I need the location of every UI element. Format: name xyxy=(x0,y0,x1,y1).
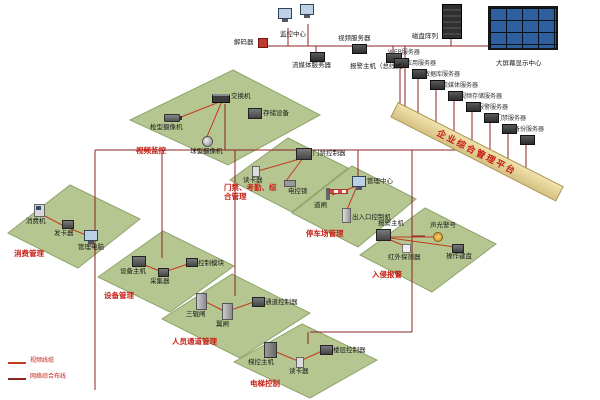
pos-terminal-icon xyxy=(34,204,45,217)
legend-video-line-swatch xyxy=(8,362,26,364)
platform-label-elevator: 电梯控制 xyxy=(250,379,280,388)
video-server-label: 视频服务器 xyxy=(338,34,371,42)
disk-array-label: 磁盘阵列 xyxy=(412,32,438,40)
device-label: 存储设备 xyxy=(263,109,289,117)
server-label: 门禁服务器 xyxy=(496,115,527,122)
device-label: 读卡器 xyxy=(289,367,309,375)
video-server-icon xyxy=(352,44,367,54)
legend-video-line-label: 视频线缆 xyxy=(30,357,55,364)
elevator-reader-icon xyxy=(296,357,304,368)
platform-label-access: 门禁、考勤、综合管理 xyxy=(224,183,277,201)
alarm-panel-icon xyxy=(376,229,391,241)
platform-label-video: 视频监控 xyxy=(136,146,166,155)
card-issuer-icon xyxy=(62,220,74,229)
alarm-host-label: 报警主机（总线式） xyxy=(350,62,409,70)
elevator-controller-icon xyxy=(264,342,277,358)
server-label: WEB服务器 xyxy=(388,49,420,56)
device-host-icon xyxy=(132,256,146,267)
device-label: 管理电脑 xyxy=(78,243,104,251)
device-label: 设备主机 xyxy=(120,267,146,275)
platform-surface-consume xyxy=(7,184,141,269)
device-label: 道闸 xyxy=(314,201,327,209)
server-label: 应用服务器 xyxy=(406,60,437,67)
siren-icon xyxy=(433,232,443,242)
network-lines xyxy=(94,24,527,390)
device-label: 控制模块 xyxy=(198,259,224,267)
card-reader-icon xyxy=(252,166,260,177)
switch-icon xyxy=(212,94,230,103)
server-icon-storage xyxy=(466,102,481,112)
device-label: 门禁控制器 xyxy=(313,149,346,157)
server-label: 流媒体服务器 xyxy=(442,82,479,89)
stream-server-icon xyxy=(310,52,325,62)
keypad-icon xyxy=(452,244,464,253)
passage-controller-icon xyxy=(252,297,265,307)
server-label: 备份服务器 xyxy=(514,126,545,133)
monitor-center-label: 监控中心 xyxy=(280,30,306,38)
device-label: 球型摄像机 xyxy=(190,147,223,155)
platform-label-device: 设备管理 xyxy=(104,291,134,300)
device-label: 翼闸 xyxy=(216,320,229,328)
device-label: 消费机 xyxy=(26,217,46,225)
server-label: 视频存储服务器 xyxy=(460,93,503,100)
server-icon-app xyxy=(412,69,427,79)
device-label: 红外探测器 xyxy=(388,253,421,261)
parking-center-icon xyxy=(352,176,366,190)
platform-surface-parking xyxy=(291,165,417,248)
server-icon-db xyxy=(430,80,445,90)
workstation-icon xyxy=(300,4,314,18)
server-label: 数据库服务器 xyxy=(424,71,461,78)
bullet-camera-icon xyxy=(164,114,182,122)
device-label: 梯控主机 xyxy=(248,358,274,366)
platform-surface-access xyxy=(229,137,349,213)
collector-icon xyxy=(158,268,169,277)
platform-label-passage: 人员通道管理 xyxy=(172,337,217,346)
device-label: 楼层控制器 xyxy=(333,346,366,354)
device-label: 操作键盘 xyxy=(446,252,472,260)
platform-label-parking: 停车场管理 xyxy=(306,229,344,238)
server-icon-stream xyxy=(448,91,463,101)
platform-label-consume: 消费管理 xyxy=(14,249,44,258)
server-icon-alarm xyxy=(484,113,499,123)
device-label: 电控锁 xyxy=(288,187,308,195)
device-label: 交换机 xyxy=(231,92,251,100)
electric-lock-icon xyxy=(284,180,296,187)
tv-wall-icon xyxy=(488,6,558,50)
device-label: 报警主机 xyxy=(378,219,404,227)
tripod-turnstile-icon xyxy=(196,293,207,310)
flap-gate-icon xyxy=(222,303,233,320)
ir-detector-icon xyxy=(402,244,411,253)
storage-device-icon xyxy=(248,108,262,119)
barrier-gate-icon xyxy=(326,188,348,200)
device-label: 管理中心 xyxy=(367,177,393,185)
control-module-icon xyxy=(186,258,198,267)
server-icon-backup xyxy=(520,135,535,145)
entrance-controller-icon xyxy=(342,208,351,223)
device-label: 三辊闸 xyxy=(186,310,206,318)
decoder-label: 解码器 xyxy=(234,38,254,46)
access-controller-icon xyxy=(296,148,312,160)
platform-surface-passage xyxy=(160,273,312,359)
device-label: 声光警号 xyxy=(430,221,456,229)
device-label: 发卡器 xyxy=(54,229,74,237)
server-icon-access xyxy=(502,124,517,134)
legend-network-line-swatch xyxy=(8,378,26,380)
legend-network-line-label: 网络综合布线 xyxy=(30,373,67,380)
manage-pc-icon xyxy=(84,230,98,244)
floor-controller-icon xyxy=(320,345,333,355)
workstation-icon xyxy=(278,8,292,22)
decoder-icon xyxy=(258,38,268,48)
storage-rack-icon xyxy=(442,4,462,39)
platform-label-alarm: 入侵报警 xyxy=(372,270,402,279)
stream-server-label: 流媒体服务器 xyxy=(292,61,331,69)
tv-wall-label: 大屏幕显示中心 xyxy=(496,59,542,67)
device-label: 采集器 xyxy=(150,277,170,285)
server-label: 报警服务器 xyxy=(478,104,509,111)
device-label: 出入口控制机 xyxy=(352,213,391,221)
server-icon-web xyxy=(394,58,409,68)
device-label: 枪型摄像机 xyxy=(150,123,183,131)
device-label: 读卡器 xyxy=(243,176,263,184)
dome-camera-icon xyxy=(202,136,213,147)
device-label: 通道控制器 xyxy=(265,298,298,306)
